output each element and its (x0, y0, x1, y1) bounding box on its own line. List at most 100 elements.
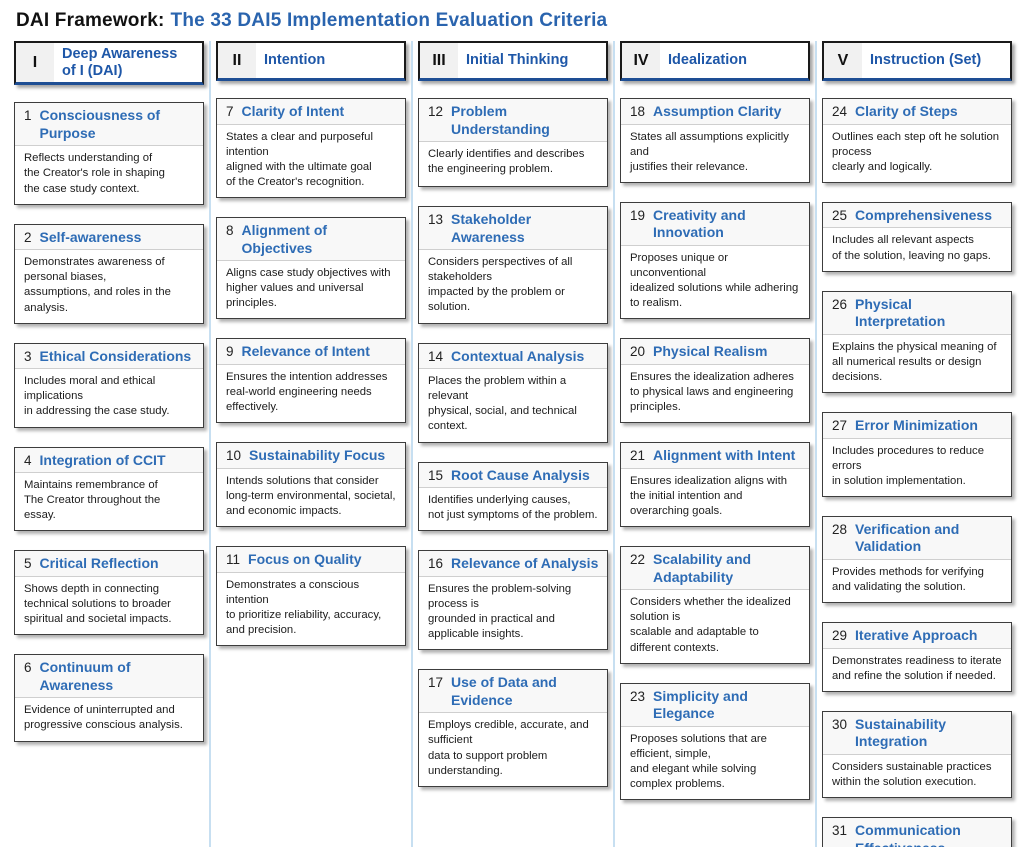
card-description: Ensures idealization aligns with the ini… (630, 474, 787, 517)
card-header: 25 Comprehensiveness (823, 202, 1011, 229)
card-description: Proposes unique or unconventional ideali… (630, 251, 799, 310)
column-numeral: IV (622, 43, 660, 78)
card-description: Demonstrates a conscious intention to pr… (226, 578, 382, 636)
card-number: 14 (428, 348, 444, 364)
column-separator (613, 41, 615, 847)
column-iii: III Initial Thinking 12 Problem Understandi… (418, 41, 608, 847)
card-title: Ethical Considerations (39, 347, 192, 364)
card-number: 3 (24, 348, 32, 364)
column-separator (209, 41, 211, 847)
card-number: 1 (24, 108, 32, 124)
card-title: Consciousness of Purpose (39, 107, 161, 141)
card-title: Critical Reflection (39, 555, 159, 572)
column-header: III Initial Thinking (418, 41, 608, 81)
card-number: 20 (630, 344, 646, 360)
card-description: States all assumptions explicitly and ju… (630, 130, 789, 173)
column-numeral: II (218, 43, 256, 78)
card-description: Ensures the intention addresses real-wor… (226, 370, 388, 414)
card-description: Demonstrates readiness to iterate and re… (832, 654, 1002, 682)
card-title: Alignment with Intent (653, 447, 796, 464)
card-number: 15 (428, 467, 444, 483)
card-title: Use of Data and Evidence (451, 674, 557, 708)
card-title: Error Minimization (855, 417, 978, 433)
card-title: Clarity of Intent (241, 103, 345, 119)
card-description: Aligns case study objectives with higher… (226, 267, 391, 310)
card-number: 17 (428, 675, 444, 691)
card-title: Contextual Analysis (451, 347, 585, 364)
card-description: Includes moral and ethical implications … (24, 375, 170, 418)
card-title: Relevance of Analysis (451, 555, 599, 572)
column-label: Instruction (Set) (870, 52, 982, 69)
card-title: Clarity of Steps (855, 103, 958, 119)
card-number: 6 (24, 660, 32, 676)
card-title: Alignment of Objectives (241, 222, 328, 256)
card-number: 23 (630, 688, 646, 704)
card-number: 12 (428, 104, 444, 119)
column-separator (815, 41, 817, 847)
card-title: Comprehensiveness (855, 206, 992, 223)
card-number: 2 (24, 229, 32, 245)
card-number: 25 (832, 207, 848, 223)
column-label: Intention (264, 52, 326, 69)
page-title-prefix: DAI Framework: (16, 10, 165, 31)
card-header: 3 Ethical Considerations (15, 343, 203, 370)
card-title: Integration of CCIT (39, 451, 166, 468)
card-description: Considers whether the idealized solution… (630, 596, 791, 654)
column-header: II Intention (216, 41, 406, 81)
column-numeral: I (16, 43, 54, 83)
card-title: Physical Interpretation (855, 295, 946, 330)
card-title: Communication Effectiveness (855, 822, 961, 847)
card-title: Scalability and Adaptability (653, 551, 752, 585)
card-title: Self-awareness (39, 228, 142, 245)
column-label: Deep Awareness of I (DAI) (62, 46, 178, 79)
card-title: Sustainability Focus (249, 447, 386, 464)
card-number: 13 (428, 212, 444, 227)
card-number: 19 (630, 207, 646, 223)
card-title: Problem Understanding (451, 103, 550, 137)
card-description: Considers perspectives of all stakeholde… (428, 256, 573, 314)
card-number: 29 (832, 628, 848, 644)
column-label: Initial Thinking (466, 52, 569, 69)
column-numeral: III (420, 43, 458, 78)
column-label: Idealization (668, 52, 747, 69)
card-description: Intends solutions that consider long-ter… (226, 474, 396, 517)
card-description: Includes procedures to reduce errors in … (832, 444, 984, 487)
card-description: States a clear and purposeful intention … (226, 130, 373, 188)
card-number: 18 (630, 104, 646, 119)
page-title-main: The 33 DAI5 Implementation Evaluation Cr… (170, 10, 608, 31)
card-description: Places the problem within a relevant phy… (428, 375, 577, 433)
